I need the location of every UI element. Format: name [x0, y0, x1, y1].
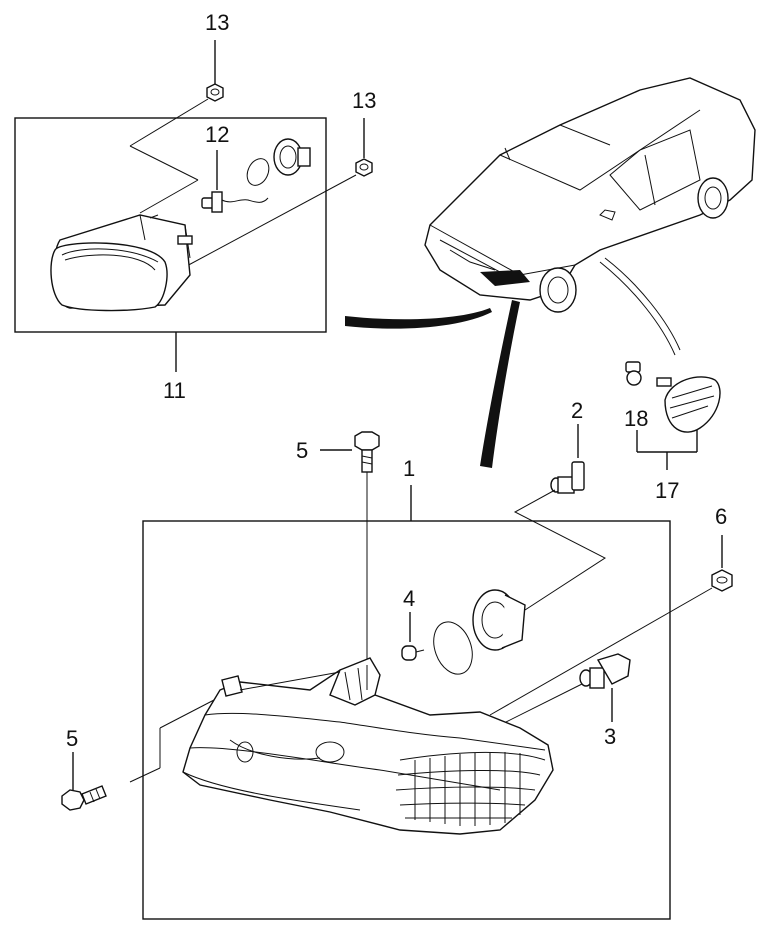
fog-bulb-12	[201, 191, 269, 213]
part-label-13: 13	[352, 88, 377, 113]
side-marker-lamp-17	[656, 376, 721, 433]
fog-lamp-group	[14, 40, 373, 372]
car-illustration	[424, 77, 756, 313]
nut-13a	[206, 83, 224, 102]
part-label-5: 5	[296, 438, 309, 463]
fog-o-ring	[246, 158, 270, 186]
part-label-18: 18	[624, 406, 649, 431]
headlamp-o-ring	[433, 621, 473, 675]
side-marker-group	[625, 361, 721, 470]
side-marker-bulb-18	[625, 361, 642, 386]
headlamp-box	[142, 520, 671, 920]
turn-bulb-3	[579, 653, 631, 689]
part-label-5: 5	[66, 726, 79, 751]
part-label-2: 2	[571, 398, 584, 423]
fog-lamp-body	[50, 214, 193, 312]
headlamp-socket	[472, 589, 526, 651]
nut-6	[711, 569, 733, 592]
headlamp-group	[61, 424, 733, 920]
fog-lamp-box	[14, 117, 327, 333]
part-label-1: 1	[403, 456, 416, 481]
part-label-6: 6	[715, 504, 728, 529]
part-label-13: 13	[205, 10, 230, 35]
headlamp-assembly	[182, 657, 554, 835]
nut-13b	[355, 158, 373, 177]
bolt-5-bottom	[61, 785, 107, 811]
part-label-3: 3	[604, 724, 617, 749]
headlamp-bulb-2	[550, 461, 585, 494]
part-label-12: 12	[205, 122, 230, 147]
fog-socket	[273, 138, 311, 176]
bolt-5-top	[354, 431, 380, 473]
part-label-17: 17	[655, 478, 680, 503]
part-label-4: 4	[403, 586, 416, 611]
pointer-to-fog-lamp	[345, 308, 492, 329]
pointer-to-side-marker	[599, 261, 676, 356]
pointer-to-headlamp	[480, 300, 520, 468]
parking-bulb-4	[401, 645, 425, 661]
part-label-11: 11	[163, 378, 186, 403]
